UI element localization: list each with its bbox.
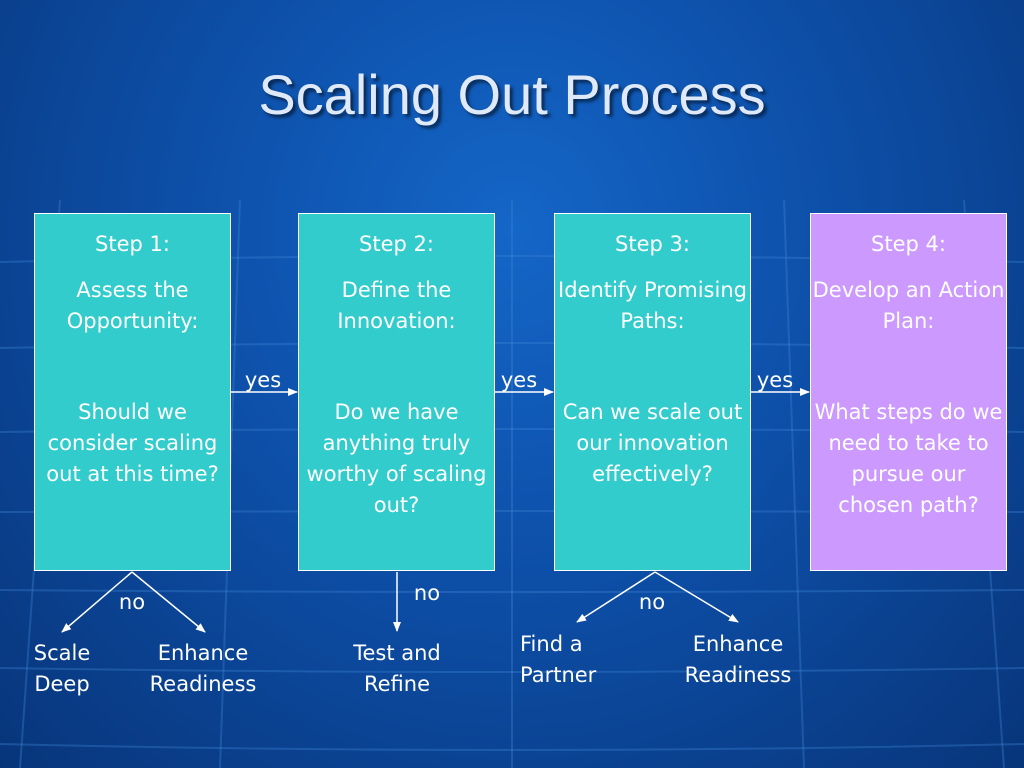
no-label-1: no bbox=[118, 590, 146, 614]
yes-label-3: yes bbox=[756, 368, 794, 392]
step-2-question: Do we have anything truly worthy of scal… bbox=[306, 400, 487, 517]
step-2-label: Step 2: bbox=[359, 232, 434, 256]
step-4-heading: Develop an Action Plan: bbox=[812, 278, 1005, 333]
outcome-enhance-readiness-1: Enhance Readiness bbox=[149, 641, 257, 696]
step-4-box: Step 4: Develop an Action Plan: What ste… bbox=[810, 213, 1007, 571]
page-title: Scaling Out Process bbox=[258, 63, 766, 126]
step-1-question: Should we consider scaling out at this t… bbox=[46, 400, 219, 486]
no-arrow-scale-deep bbox=[61, 571, 133, 633]
step-3-label: Step 3: bbox=[615, 232, 690, 256]
step-3-box: Step 3: Identify Promising Paths: Can we… bbox=[554, 213, 751, 571]
yes-label-2: yes bbox=[500, 368, 538, 392]
outcome-test-and-refine: Test and Refine bbox=[353, 641, 441, 696]
step-2-box: Step 2: Define the Innovation: Do we hav… bbox=[298, 213, 495, 571]
outcome-enhance-readiness-2: Enhance Readiness bbox=[684, 632, 792, 687]
step-4-label: Step 4: bbox=[871, 232, 946, 256]
step-1-label: Step 1: bbox=[95, 232, 170, 256]
no-arrow-enhance-readiness-1 bbox=[131, 571, 206, 633]
no-arrow-find-partner bbox=[576, 571, 656, 623]
step-2-heading: Define the Innovation: bbox=[337, 278, 456, 333]
step-1-heading: Assess the Opportunity: bbox=[66, 278, 199, 333]
step-3-question: Can we scale out our innovation effectiv… bbox=[562, 400, 743, 486]
outcome-find-a-partner: Find a Partner bbox=[520, 632, 597, 687]
outcome-scale-deep: Scale Deep bbox=[33, 641, 91, 696]
no-arrow-enhance-readiness-2 bbox=[654, 571, 739, 623]
no-label-3: no bbox=[638, 590, 666, 614]
no-label-2: no bbox=[413, 581, 441, 605]
step-1-box: Step 1: Assess the Opportunity: Should w… bbox=[34, 213, 231, 571]
step-4-question: What steps do we need to take to pursue … bbox=[814, 400, 1003, 517]
step-3-heading: Identify Promising Paths: bbox=[558, 278, 747, 333]
yes-label-1: yes bbox=[244, 368, 282, 392]
